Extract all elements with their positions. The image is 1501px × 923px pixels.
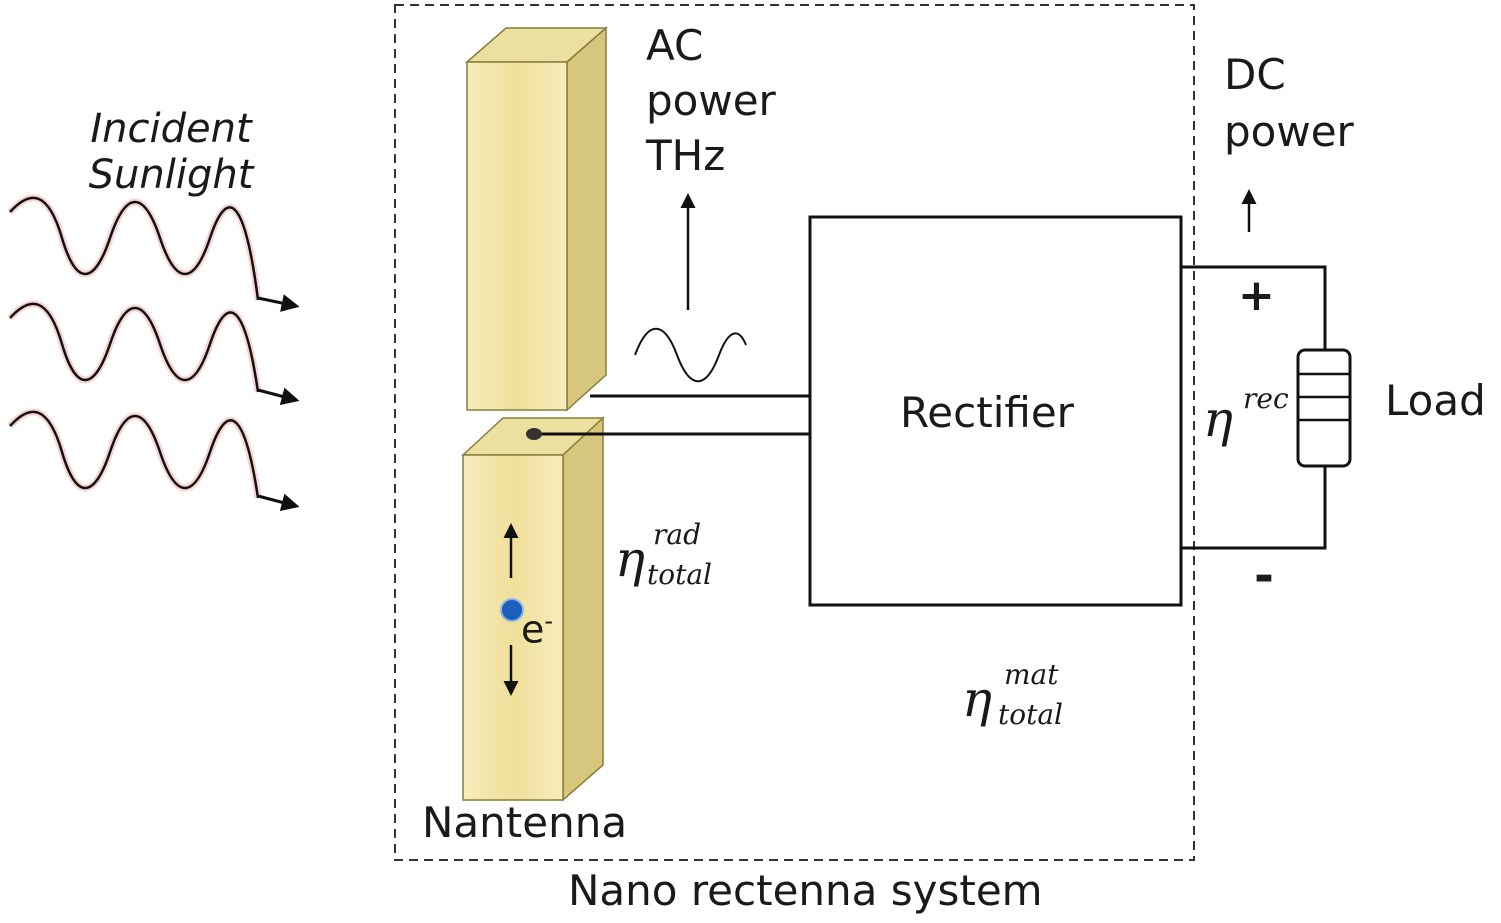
eta-mat-superscript: mat bbox=[1004, 658, 1059, 691]
ac-label-line3: THz bbox=[646, 131, 726, 180]
feed-contact bbox=[526, 428, 542, 440]
sunlight-wave-3 bbox=[7, 408, 262, 499]
rectifier-box bbox=[808, 215, 1183, 607]
sunlight-arrow-2 bbox=[257, 387, 300, 406]
sunlight-arrow-1 bbox=[257, 294, 300, 312]
dc-label-line2: power bbox=[1224, 107, 1354, 156]
nantenna-lower-arm bbox=[461, 416, 605, 802]
nantenna-label: Nantenna bbox=[422, 798, 628, 847]
positive-terminal-label: + bbox=[1238, 270, 1275, 321]
eta-mat-subscript: total bbox=[998, 698, 1064, 731]
eta-rec: η rec bbox=[1203, 382, 1303, 454]
ac-sine-wave bbox=[634, 327, 747, 383]
incident-label-line1: Incident bbox=[90, 106, 252, 152]
system-boundary bbox=[394, 4, 1195, 861]
ac-label-line1: AC bbox=[646, 21, 704, 70]
incident-label-line2: Sunlight bbox=[88, 152, 254, 198]
eta-rad-superscript: rad bbox=[653, 518, 702, 551]
eta-rad-total: η rad total bbox=[615, 518, 735, 598]
eta-rad-subscript: total bbox=[647, 558, 713, 591]
incident-sunlight-label: Incident Sunlight bbox=[58, 106, 284, 198]
electron-dot bbox=[500, 598, 524, 622]
ac-power-label: AC power THz bbox=[646, 18, 776, 183]
electron-label: e- bbox=[521, 607, 553, 652]
eta-mat-total: η mat total bbox=[962, 658, 1082, 738]
eta-rad-symbol: η bbox=[615, 530, 645, 588]
sunlight-wave-2 bbox=[7, 300, 262, 393]
system-label: Nano rectenna system bbox=[568, 866, 1043, 915]
sunlight-arrow-3 bbox=[257, 493, 300, 512]
sunlight-waves bbox=[7, 194, 300, 512]
load-resistor bbox=[1296, 348, 1352, 468]
nantenna-upper-arm bbox=[464, 26, 609, 412]
load-label: Load bbox=[1385, 376, 1486, 425]
dc-wire-positive bbox=[1181, 265, 1327, 350]
negative-terminal-label: - bbox=[1254, 548, 1274, 604]
dc-label-line1: DC bbox=[1224, 50, 1286, 99]
electron-symbol: e bbox=[521, 607, 545, 652]
rectifier-label: Rectifier bbox=[900, 388, 1074, 437]
electron-charge: - bbox=[544, 607, 554, 635]
dc-power-label: DC power bbox=[1224, 46, 1354, 160]
dc-wire-negative bbox=[1181, 466, 1327, 550]
ac-label-line2: power bbox=[646, 76, 776, 125]
eta-rec-symbol: η bbox=[1203, 390, 1233, 448]
eta-mat-symbol: η bbox=[962, 670, 992, 728]
eta-rec-superscript: rec bbox=[1243, 382, 1289, 415]
